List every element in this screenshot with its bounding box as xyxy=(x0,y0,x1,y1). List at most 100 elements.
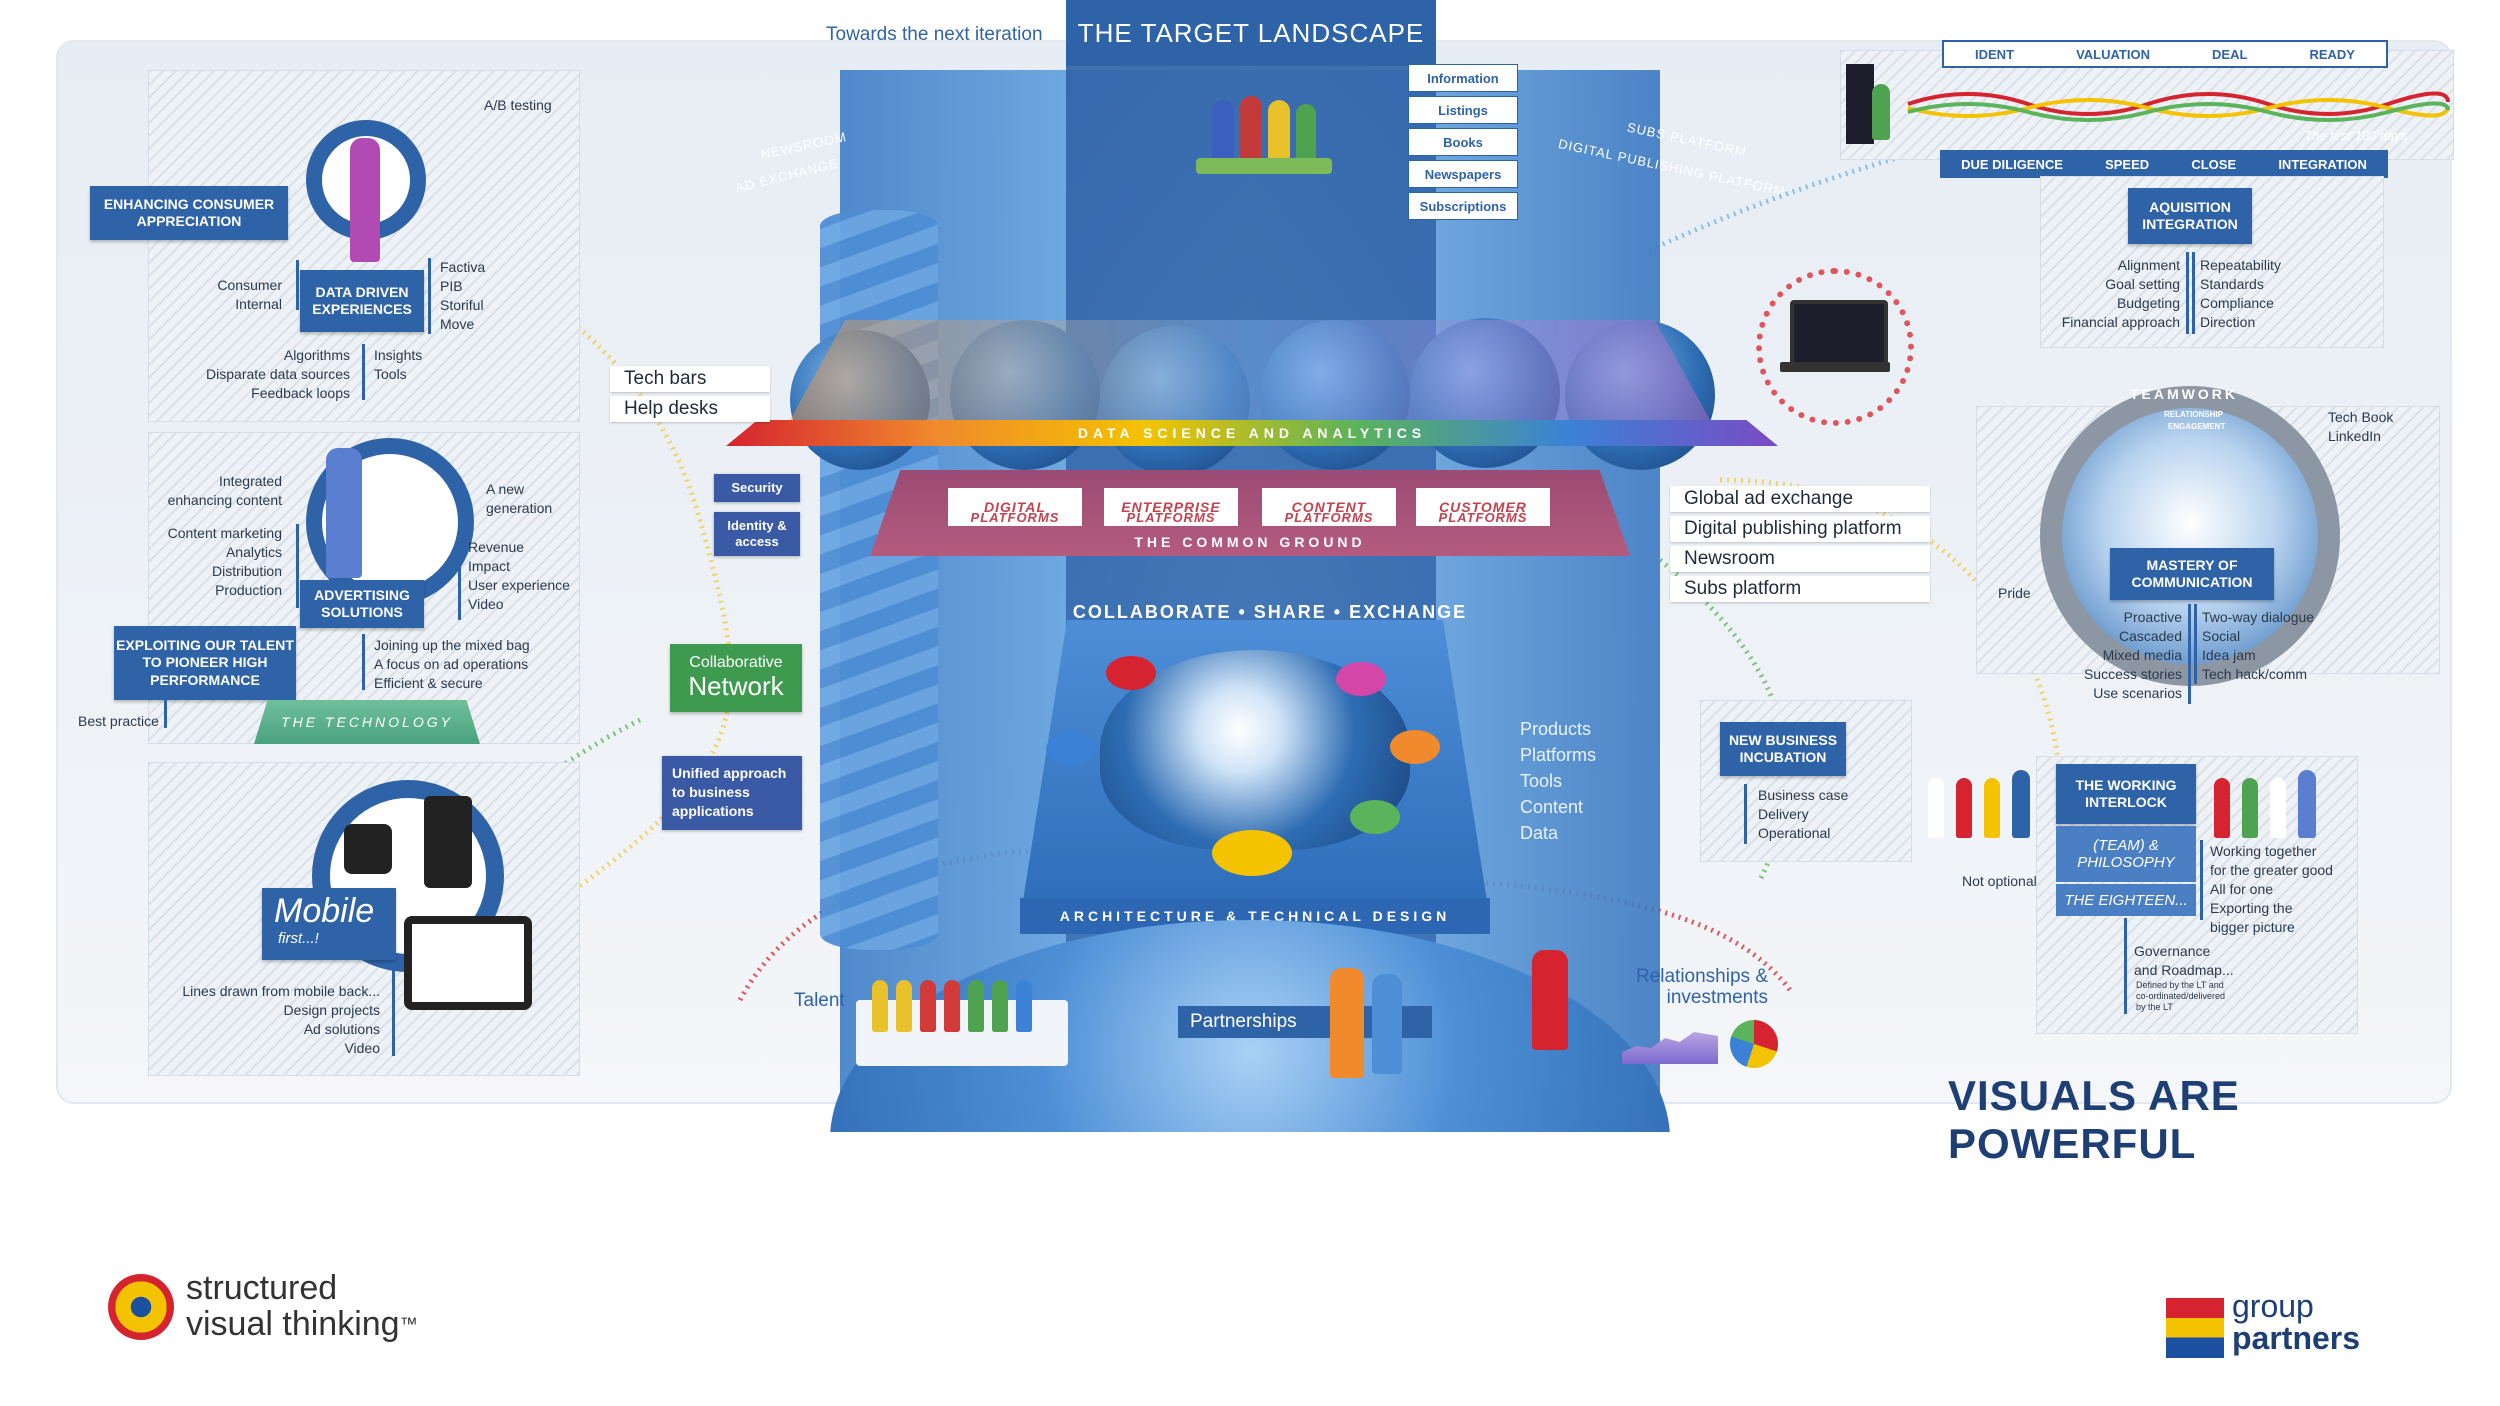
identity-access-button[interactable]: Identity & access xyxy=(714,512,800,556)
efficient-label: Efficient & secure xyxy=(374,675,483,691)
governance-list: Governance and Roadmap... xyxy=(2134,942,2234,980)
interlock-figure-3 xyxy=(1984,778,2000,838)
tab-subscriptions[interactable]: Subscriptions xyxy=(1408,192,1518,220)
bottom-white-fade xyxy=(0,1132,2500,1406)
center-list-platforms: Platforms xyxy=(1520,745,1597,765)
content-marketing-list: Content marketing Analytics Distribution… xyxy=(140,524,282,600)
security-button[interactable]: Security xyxy=(714,474,800,502)
interlock-figure-5 xyxy=(2214,778,2230,838)
platform-customer-line2: PLATFORMS xyxy=(1438,510,1528,525)
tab-newspapers[interactable]: Newspapers xyxy=(1408,160,1518,188)
acq-right-list: Repeatability Standards Compliance Direc… xyxy=(2200,256,2281,332)
mobile-list: Lines drawn from mobile back... Design p… xyxy=(130,982,380,1058)
integrated-line2: enhancing content xyxy=(167,492,282,508)
advertising-divider-right xyxy=(458,536,461,620)
tab-information[interactable]: Information xyxy=(1408,64,1518,92)
advertising-figure xyxy=(326,448,362,578)
partnerships-label: Partnerships xyxy=(1190,1011,1297,1032)
distribution-label: Distribution xyxy=(211,563,282,579)
watch-icon xyxy=(344,824,392,874)
use-scenarios-label: Use scenarios xyxy=(2093,685,2182,701)
relationship-figure-red xyxy=(1532,950,1568,1050)
interlock-figure-8 xyxy=(2298,770,2316,838)
center-list-products: Products xyxy=(1520,719,1592,739)
curve-green xyxy=(418,717,642,902)
stage-integration: INTEGRATION xyxy=(2278,156,2367,172)
financial-approach-label: Financial approach xyxy=(2061,314,2180,330)
algorithms-list: Algorithms Disparate data sources Feedba… xyxy=(176,346,350,403)
talent-figure-1 xyxy=(872,980,888,1032)
acq-figure xyxy=(1872,84,1890,140)
talent-figure-7 xyxy=(1016,980,1032,1032)
center-list: Products Platforms Tools Content Data xyxy=(1520,716,1596,846)
stage-speed: SPEED xyxy=(2105,156,2150,172)
algorithms-label: Algorithms xyxy=(283,347,350,363)
figure-top-yellow xyxy=(1268,100,1290,160)
integrated-line1: Integrated xyxy=(218,473,282,489)
mobile-video-label: Video xyxy=(344,1040,380,1056)
partner-figure-blue xyxy=(1372,974,1402,1074)
tab-listings[interactable]: Listings xyxy=(1408,96,1518,124)
platform-digital: DIGITAL xyxy=(948,488,1082,526)
tech-book-list: Tech Book LinkedIn xyxy=(2328,408,2393,446)
platform-digital-line2: PLATFORMS xyxy=(970,510,1060,525)
talent-figure-4 xyxy=(944,980,960,1032)
page-title: THE TARGET LANDSCAPE xyxy=(1077,17,1425,48)
new-business-list: Business case Delivery Operational xyxy=(1758,786,1848,843)
talent-label: Talent xyxy=(794,990,845,1011)
seat-green xyxy=(1350,800,1400,834)
talent-figure-3 xyxy=(920,980,936,1032)
storiful-label: Storiful xyxy=(440,297,484,313)
figure-top-red xyxy=(1240,96,1262,160)
architecture-band: ARCHITECTURE & TECHNICAL DESIGN xyxy=(1020,898,1490,934)
figure-top-blue xyxy=(1212,100,1234,160)
title-box: THE TARGET LANDSCAPE xyxy=(1066,0,1436,66)
acq-left-list: Alignment Goal setting Budgeting Financi… xyxy=(2040,256,2180,332)
tablet-icon xyxy=(404,916,532,1010)
data-science-band: DATA SCIENCE AND ANALYTICS xyxy=(726,420,1778,446)
internal-label: Internal xyxy=(235,296,282,312)
new-generation-label: A new generation xyxy=(486,480,552,518)
gp-logo-line2: partners xyxy=(2232,1320,2361,1356)
goal-setting-label: Goal setting xyxy=(2105,276,2180,292)
consumer-label: Consumer xyxy=(217,277,282,293)
technology-base: THE TECHNOLOGY xyxy=(254,700,480,744)
analytics-label: Analytics xyxy=(225,544,282,560)
integrated-label: Integrated enhancing content xyxy=(150,472,282,510)
mastery-left-list: Proactive Cascaded Mixed media Success s… xyxy=(2050,608,2182,703)
tab-books[interactable]: Books xyxy=(1408,128,1518,156)
stage-ready: READY xyxy=(2309,46,2355,62)
working-divider xyxy=(2200,840,2203,920)
production-label: Production xyxy=(215,582,282,598)
defined-list: Defined by the LT and co-ordinated/deliv… xyxy=(2136,980,2225,1013)
joining-list: Joining up the mixed bag A focus on ad o… xyxy=(374,636,530,693)
platform-enterprise: ENTERPRISE xyxy=(1104,488,1238,526)
mixed-media-label: Mixed media xyxy=(2102,647,2182,663)
all-for-one-label: All for one xyxy=(2210,881,2274,897)
factiva-list: Factiva PIB Storiful Move xyxy=(440,258,485,334)
gp-logo-text: group partners xyxy=(2232,1290,2360,1354)
laptop-icon xyxy=(1790,300,1888,368)
data-driven-divider-left xyxy=(296,260,299,310)
tag-tech-bars: Tech bars xyxy=(610,366,770,392)
svt-logo-tm: ™ xyxy=(399,1314,418,1334)
figure-base xyxy=(1196,158,1332,174)
collab-network-line1: Collaborative xyxy=(689,654,783,671)
center-list-data: Data xyxy=(1520,823,1559,843)
tech-book-label: Tech Book xyxy=(2328,409,2394,425)
platform-customer-line1: CUSTOMER xyxy=(1439,498,1527,515)
mini-pie-chart xyxy=(1730,1020,1778,1068)
mobile-divider xyxy=(392,962,395,1056)
advertising-divider-left xyxy=(296,524,299,608)
best-practice-divider xyxy=(164,700,167,728)
timeline-waves xyxy=(1907,91,2450,122)
talent-stage xyxy=(856,1000,1068,1066)
unified-label: Unified approach to business application… xyxy=(672,765,787,819)
platform-content: CONTENT xyxy=(1262,488,1396,526)
tag-digital-publishing: Digital publishing platform xyxy=(1670,516,1930,542)
tools-label: Tools xyxy=(374,366,407,382)
new-business-box: NEW BUSINESS INCUBATION xyxy=(1720,722,1846,776)
svt-logo-line1: structured xyxy=(186,1269,338,1307)
acq-figure-box xyxy=(1846,64,1874,144)
